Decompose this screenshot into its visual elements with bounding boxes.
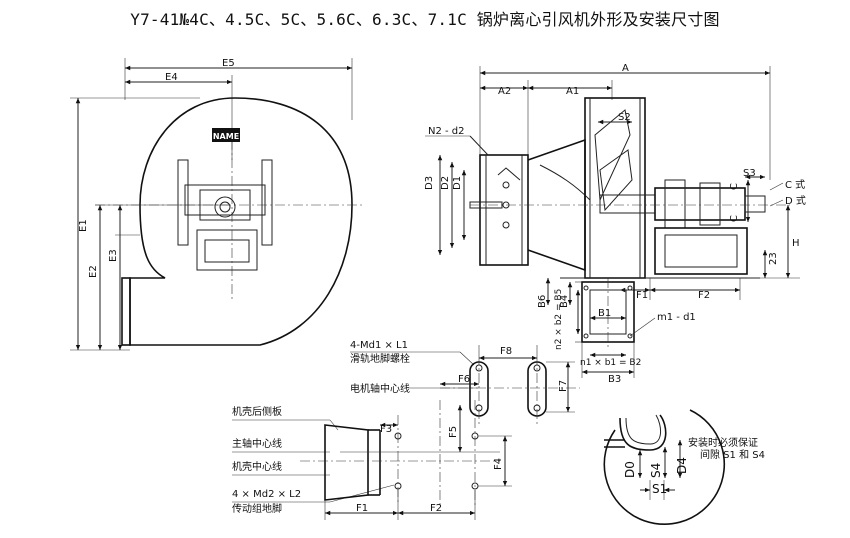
dim-h: H: [792, 238, 800, 249]
dim-b6: B6: [537, 295, 548, 308]
drawing-title: Y7-41№4C、4.5C、5C、5.6C、6.3C、7.1C 锅炉离心引风机外…: [130, 10, 720, 29]
label-d-style: D 式: [785, 194, 806, 207]
dim-s2: S2: [618, 112, 631, 123]
motor-axis-label: 电机轴中心线: [350, 382, 410, 395]
dim-d4: D4: [675, 457, 689, 474]
dim-f7: F7: [558, 380, 569, 392]
dim-e5: E5: [222, 58, 235, 69]
dim-f1-side: F1: [636, 290, 648, 301]
clearance-note-2: 间隙 S1 和 S4: [700, 448, 765, 461]
rail-bolt-desc: 滑轨地脚螺栓: [350, 352, 410, 365]
dim-d3: D3: [424, 176, 435, 190]
side-view: A A2 A1 S2: [424, 63, 806, 385]
rail-bolt-label: 4-Md1 × L1: [350, 340, 408, 351]
clearance-note-1: 安装时必须保证: [688, 436, 758, 449]
dim-f6: F6: [458, 374, 470, 385]
dim-f1-base: F1: [356, 503, 368, 514]
base-detail: 机壳后侧板 主轴中心线 机壳中心线 4 × Md2 × L2 传动组地脚: [232, 400, 512, 520]
foot-desc-label: 传动组地脚: [232, 502, 282, 515]
dim-e2: E2: [88, 265, 99, 278]
dim-f5: F5: [448, 426, 459, 438]
dim-b3: B3: [608, 374, 621, 385]
dim-n1b1b2: n1 × b1 = B2: [580, 358, 641, 368]
dim-s4: S4: [649, 463, 663, 478]
dim-m1d1: m1 - d1: [657, 312, 696, 323]
clearance-detail: D0 S4 D4 S1 安装时必须保证 间隙 S1 和 S4: [603, 409, 765, 525]
dim-s3: S3: [743, 168, 756, 179]
nameplate-text: NAME: [213, 132, 239, 141]
dim-f4: F4: [493, 458, 504, 470]
dim-s1: S1: [652, 482, 667, 496]
dim-a1: A1: [566, 86, 579, 97]
dim-23: 23: [768, 252, 779, 265]
dim-e1: E1: [78, 219, 89, 232]
dim-n2d2: N2 - d2: [428, 126, 465, 137]
dim-f3: F3: [380, 424, 392, 435]
dim-c-upper: C: [729, 183, 740, 190]
dim-f8: F8: [500, 346, 512, 357]
dim-d1: D1: [452, 176, 463, 190]
dim-d2: D2: [440, 176, 451, 190]
casing-axis-label: 机壳中心线: [232, 460, 282, 473]
dim-b1: B1: [598, 308, 611, 319]
rail-detail: 4-Md1 × L1 滑轨地脚螺栓 电机轴中心线 F8 F6: [350, 340, 580, 425]
dim-c-lower: C: [729, 215, 740, 222]
main-axis-label: 主轴中心线: [232, 437, 282, 450]
dim-e3: E3: [108, 249, 119, 262]
dim-f2-base: F2: [430, 503, 442, 514]
dim-b4: B4: [559, 295, 570, 308]
dim-f2-side: F2: [698, 290, 710, 301]
dim-a2: A2: [498, 86, 511, 97]
dim-n2b2b5: n2 × b2 = B5: [554, 289, 564, 350]
dim-a: A: [622, 63, 629, 74]
front-view: NAME E5 E4 E1 E2 E3: [70, 58, 365, 351]
base-bolt-label: 4 × Md2 × L2: [232, 489, 301, 500]
dim-e4: E4: [165, 72, 178, 83]
rear-plate-label: 机壳后侧板: [232, 405, 282, 418]
nameplate-icon: [212, 128, 240, 142]
dim-d0: D0: [623, 461, 637, 478]
label-c-style: C 式: [785, 178, 805, 191]
